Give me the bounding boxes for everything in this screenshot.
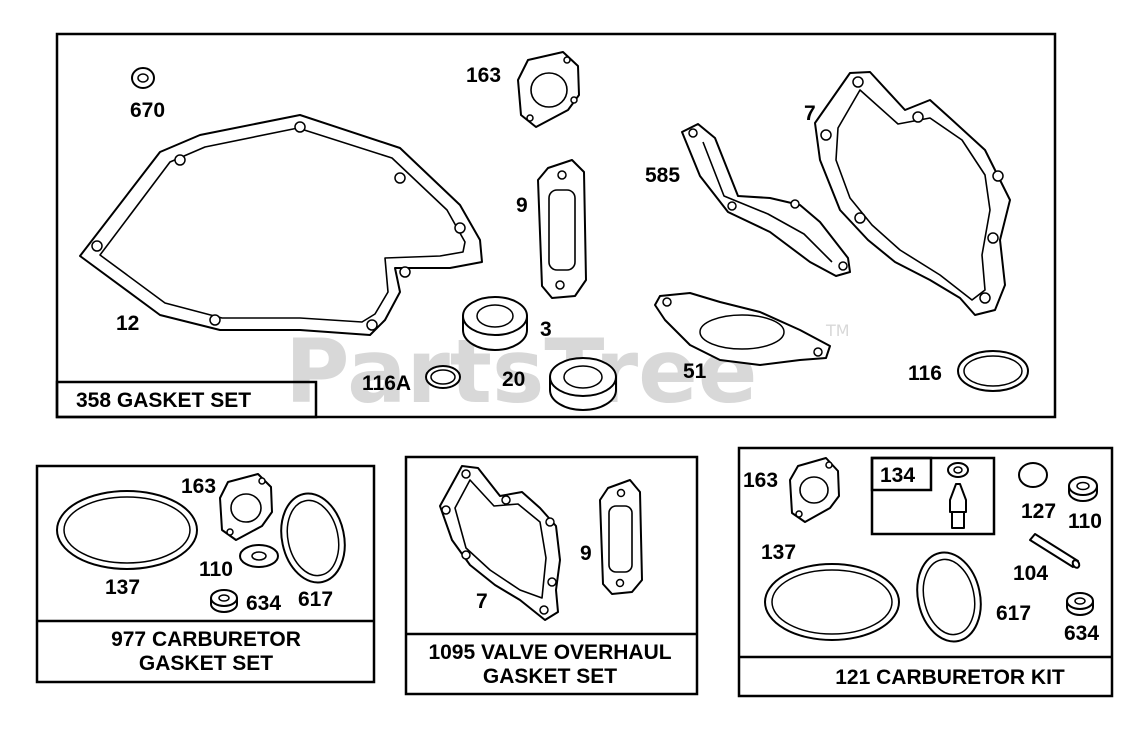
callout-634-977: 634 (246, 592, 281, 615)
callout-585: 585 (645, 164, 680, 187)
plug-127-part (1018, 462, 1048, 488)
gasket-163-977-part (219, 473, 273, 541)
gasket-9-1095-part (599, 479, 643, 595)
ring-137-part (56, 490, 198, 570)
gasket-9-part (537, 159, 587, 299)
callout-163-121: 163 (743, 469, 778, 492)
panel-title-358: 358 GASKET SET (76, 389, 251, 412)
callout-104: 104 (1013, 562, 1048, 585)
panel-title-121: 121 CARBURETOR KIT (835, 666, 1065, 689)
callout-110-977: 110 (199, 558, 233, 581)
seal-110-977-part (239, 544, 279, 568)
ring-617-121-part (916, 551, 982, 643)
callout-137-977: 137 (105, 576, 140, 599)
panel-358-gasket-set: 358 GASKET SET 670 163 (55, 32, 1057, 419)
callout-634-121: 634 (1064, 622, 1099, 645)
gasket-51-part (654, 292, 831, 366)
seal-634-121-part (1066, 592, 1094, 616)
callout-3: 3 (540, 318, 552, 341)
seal-110-121-part (1068, 476, 1098, 502)
callout-51: 51 (683, 360, 707, 383)
callout-9-1095: 9 (580, 542, 592, 565)
callout-134: 134 (880, 464, 915, 487)
needle-valve-134-part (947, 462, 969, 529)
callout-116a: 116A (362, 372, 411, 395)
watermark-tm: TM (825, 321, 850, 340)
callout-9: 9 (516, 194, 528, 217)
gasket-163-121-part (789, 457, 840, 523)
callout-163-977: 163 (181, 475, 216, 498)
ring-137-121-part (764, 563, 900, 641)
seal-634-977-part (210, 589, 238, 613)
panel-121-carb-kit: 121 CARBURETOR KIT 163 134 127 110 (737, 446, 1114, 698)
callout-7: 7 (804, 102, 816, 125)
callout-163: 163 (466, 64, 501, 87)
seal-3-part (462, 296, 528, 351)
gasket-163-part (517, 51, 580, 128)
callout-137-121: 137 (761, 541, 796, 564)
gasket-12-part (79, 114, 483, 336)
ring-116-part (957, 350, 1029, 392)
gasket-7-1095-part (439, 465, 561, 621)
ring-116a-part (425, 365, 461, 389)
callout-20: 20 (502, 368, 525, 391)
callout-110-121: 110 (1068, 510, 1102, 533)
seal-670-part (131, 67, 155, 89)
callout-127: 127 (1021, 500, 1056, 523)
panel-title-1095-line2: GASKET SET (483, 665, 617, 688)
panel-title-977-line2: GASKET SET (139, 652, 273, 675)
callout-617-977: 617 (298, 588, 333, 611)
callout-12: 12 (116, 312, 139, 335)
callout-617-121: 617 (996, 602, 1031, 625)
panel-1095-valve-overhaul: 1095 VALVE OVERHAUL GASKET SET 7 9 (404, 455, 699, 696)
seal-20-part (549, 357, 617, 411)
gasket-7-part (814, 71, 1011, 316)
panel-title-977-line1: 977 CARBURETOR (111, 628, 301, 651)
panel-977-carb-gasket-set: 977 CARBURETOR GASKET SET 137 163 617 11… (35, 464, 376, 684)
gasket-585-part (681, 123, 851, 277)
callout-116: 116 (908, 362, 942, 385)
pin-104-part (1029, 533, 1081, 569)
callout-7-1095: 7 (476, 590, 488, 613)
panel-title-1095-line1: 1095 VALVE OVERHAUL (428, 641, 671, 664)
callout-670: 670 (130, 99, 165, 122)
ring-617-977-part (280, 492, 346, 584)
